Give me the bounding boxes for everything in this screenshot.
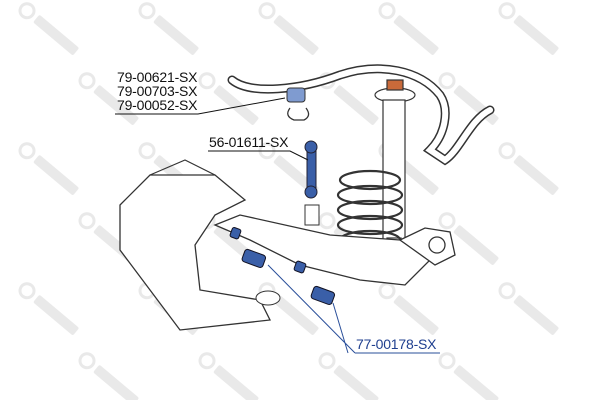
stabilizer-bushing bbox=[286, 87, 306, 103]
part-number-label: 79-00052-SX bbox=[117, 97, 198, 113]
arm-bushing bbox=[229, 226, 336, 305]
part-number-label: 56-01611-SX bbox=[209, 134, 289, 150]
watermark-logo bbox=[78, 72, 139, 125]
watermark-layer bbox=[18, 2, 559, 400]
watermark-logo bbox=[498, 2, 559, 55]
watermark-logo bbox=[258, 2, 319, 55]
bushing-bracket bbox=[287, 107, 310, 121]
watermark-logo bbox=[18, 282, 79, 335]
watermark-logo bbox=[378, 2, 439, 55]
watermark-logo bbox=[18, 142, 79, 195]
stabilizer-link bbox=[304, 140, 320, 226]
watermark-logo bbox=[378, 282, 439, 335]
watermark-logo bbox=[438, 352, 499, 400]
watermark-logo bbox=[78, 352, 139, 400]
watermark-logo bbox=[498, 142, 559, 195]
watermark-logo bbox=[438, 212, 499, 265]
watermark-logo bbox=[138, 2, 199, 55]
part-number-label: 79-00621-SX bbox=[117, 69, 198, 85]
watermark-logo bbox=[318, 352, 379, 400]
coil-spring bbox=[336, 169, 404, 251]
subframe bbox=[119, 174, 271, 331]
leader-lines bbox=[115, 97, 440, 354]
watermark-logo bbox=[198, 72, 259, 125]
part-number-label: 77-00178-SX bbox=[356, 336, 437, 352]
part-number-label: 79-00703-SX bbox=[117, 83, 198, 99]
watermark-logo bbox=[498, 282, 559, 335]
trailing-arm bbox=[213, 214, 432, 286]
watermark-logo bbox=[198, 352, 259, 400]
wheel-knuckle bbox=[398, 227, 456, 266]
watermark-logo bbox=[18, 2, 79, 55]
